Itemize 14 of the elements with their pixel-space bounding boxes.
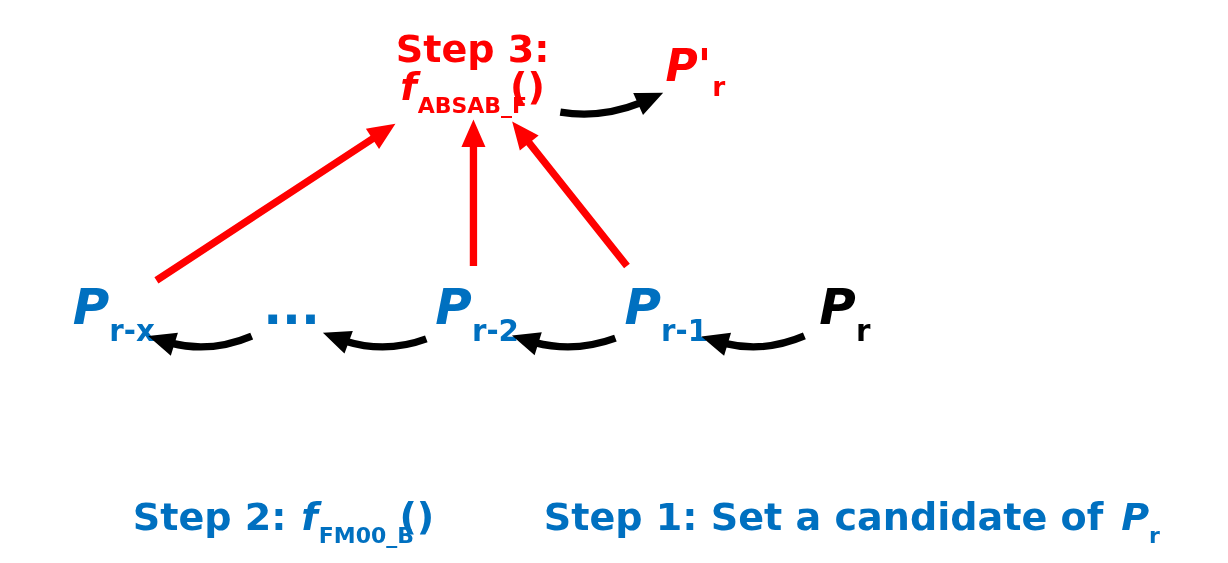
- arrow: [511, 121, 630, 269]
- arrow: [559, 92, 663, 118]
- arrow: [147, 332, 253, 356]
- arrow: [511, 332, 617, 356]
- node-text: P$_{r-1}$: [623, 277, 708, 348]
- arrow: [153, 123, 395, 284]
- label: Step 1: Set a candidate of P$_{r}$: [543, 495, 1160, 548]
- node-text: P$_{r-2}$: [434, 277, 519, 348]
- arrow: [322, 331, 427, 354]
- arrow: [700, 332, 806, 356]
- node-text: P'$_{r}$: [664, 39, 725, 102]
- node-text: P$_{r}$: [818, 277, 870, 348]
- node-text: ...: [262, 277, 320, 336]
- node-text: P$_{r-x}$: [72, 277, 155, 348]
